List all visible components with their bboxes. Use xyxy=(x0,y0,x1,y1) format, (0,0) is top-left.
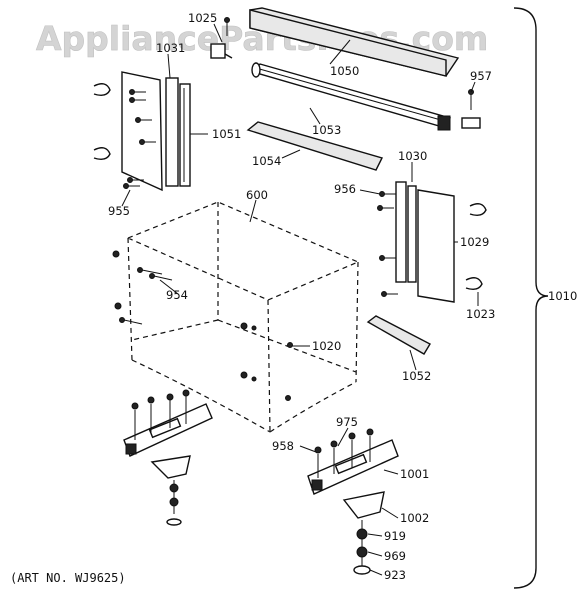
callout-1054: 1054 xyxy=(252,154,281,168)
foot-bracket-right xyxy=(307,428,399,575)
callout-1023: 1023 xyxy=(466,307,495,321)
callout-956: 956 xyxy=(334,182,356,196)
callout-1050: 1050 xyxy=(330,64,359,78)
callout-957: 957 xyxy=(470,69,492,83)
tube-1053 xyxy=(251,62,451,131)
screws-954 xyxy=(112,250,173,325)
strip-1052 xyxy=(366,315,431,355)
leader-lines xyxy=(121,23,479,576)
callout-923: 923 xyxy=(384,568,406,582)
screws-956 xyxy=(377,191,398,297)
callout-1051: 1051 xyxy=(212,127,241,141)
bracket-1025 xyxy=(210,17,233,59)
cabinet-600 xyxy=(126,201,360,433)
callout-1031: 1031 xyxy=(156,41,185,55)
callout-1029: 1029 xyxy=(460,235,489,249)
brace-1010 xyxy=(513,7,549,589)
callout-969: 969 xyxy=(384,549,406,563)
callout-1025: 1025 xyxy=(188,11,217,25)
clips-left xyxy=(93,83,111,161)
callout-1002: 1002 xyxy=(400,511,429,525)
screws-1020 xyxy=(240,322,293,401)
callout-1030: 1030 xyxy=(398,149,427,163)
callout-1020: 1020 xyxy=(312,339,341,353)
callout-958: 958 xyxy=(272,439,294,453)
callout-919: 919 xyxy=(384,529,406,543)
callout-955: 955 xyxy=(108,204,130,218)
callout-975: 975 xyxy=(336,415,358,429)
bracket-957 xyxy=(461,89,481,129)
clips-right xyxy=(465,203,487,291)
callout-600: 600 xyxy=(246,188,268,202)
callout-1053: 1053 xyxy=(312,123,341,137)
art-number: (ART NO. WJ9625) xyxy=(10,571,126,585)
right-panel-1029 xyxy=(395,181,455,303)
foot-bracket-left xyxy=(123,389,213,526)
screws-955 xyxy=(123,89,156,189)
strip-1054 xyxy=(246,121,384,171)
callout-954: 954 xyxy=(166,288,188,302)
callout-1001: 1001 xyxy=(400,467,429,481)
callout-1010: 1010 xyxy=(548,289,577,303)
callout-1052: 1052 xyxy=(402,369,431,383)
